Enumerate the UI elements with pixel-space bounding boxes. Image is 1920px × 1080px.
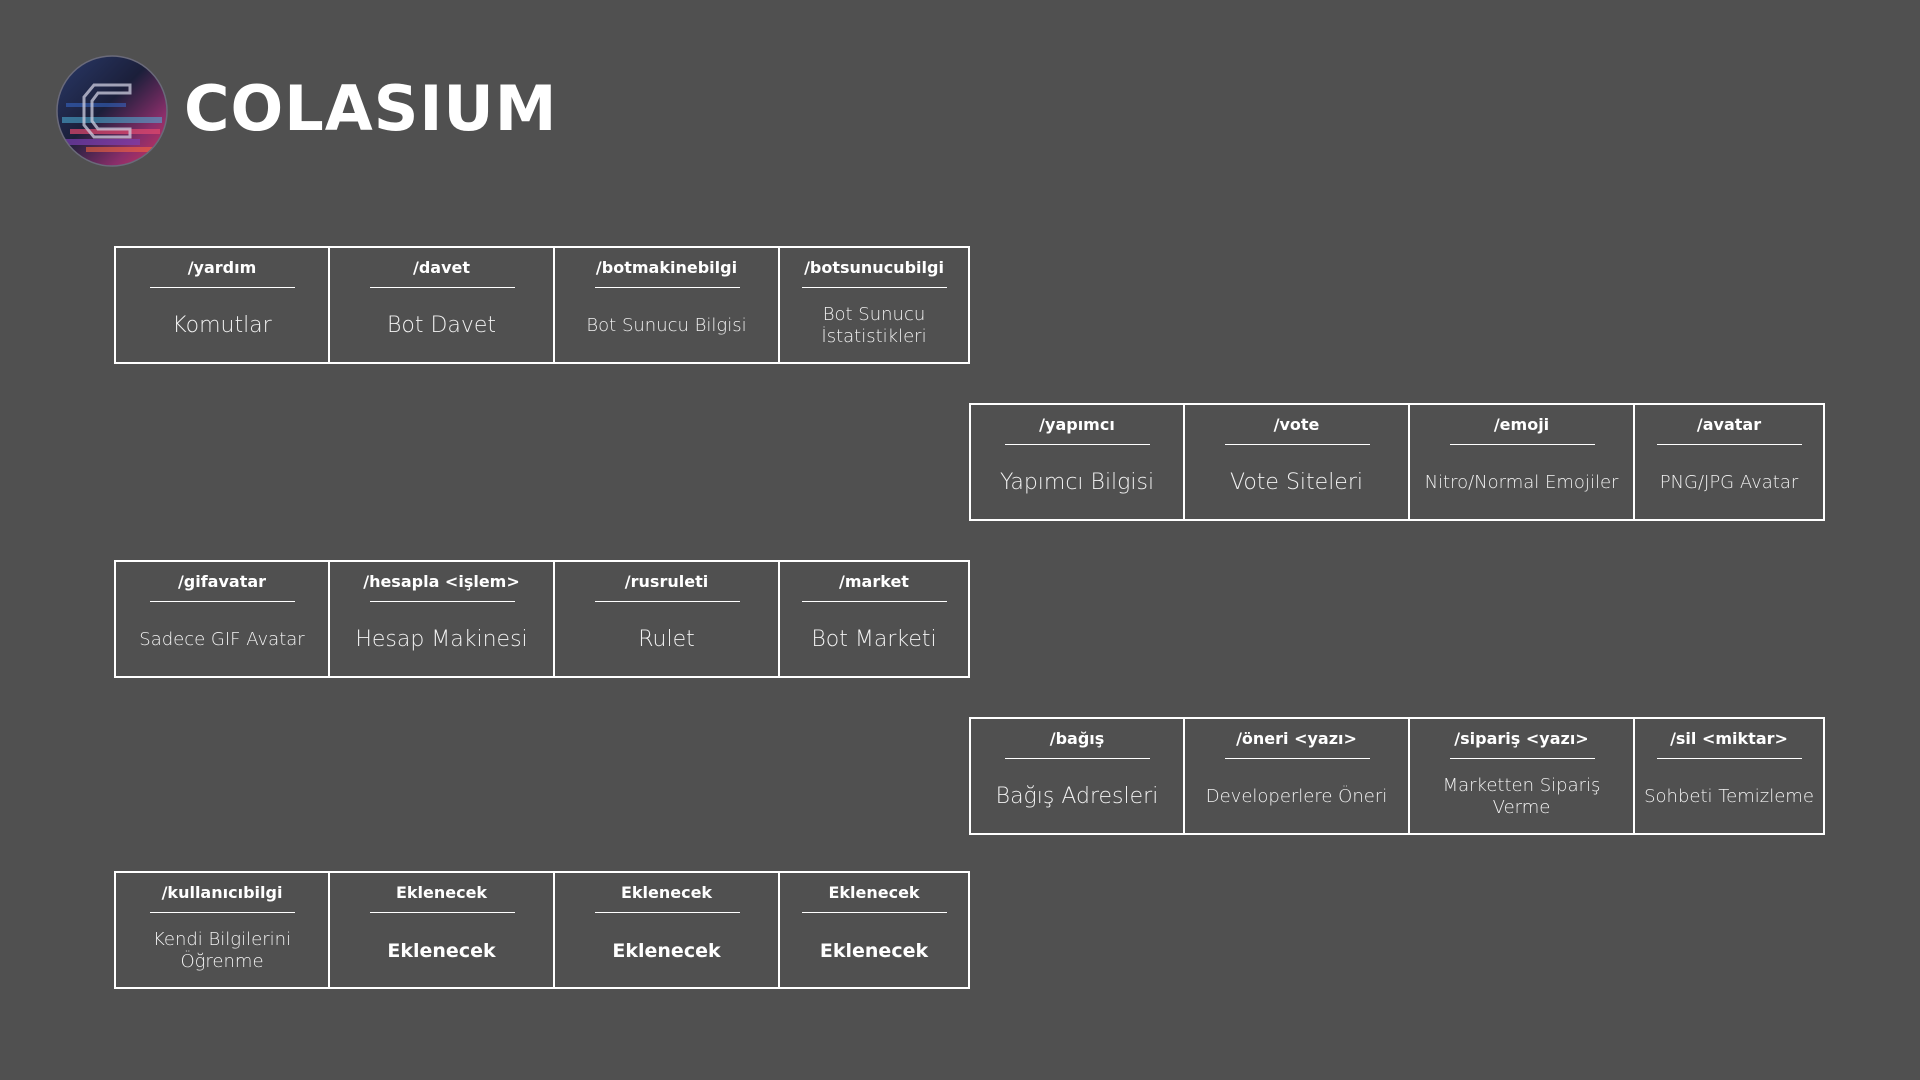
command-name: /hesapla <işlem>: [363, 572, 520, 591]
command-cell: /öneri <yazı> Developerlere Öneri: [1183, 719, 1408, 833]
command-cell: /davet Bot Davet: [328, 248, 553, 362]
command-cell: Eklenecek Eklenecek: [553, 873, 778, 987]
command-description: Vote Siteleri: [1230, 469, 1363, 495]
command-description: Sohbeti Temizleme: [1644, 786, 1814, 808]
command-name: /sipariş <yazı>: [1454, 729, 1589, 748]
command-name: /gifavatar: [177, 572, 267, 591]
divider: [1449, 444, 1595, 445]
divider: [802, 287, 947, 288]
divider: [802, 601, 947, 602]
command-name: Eklenecek: [828, 883, 920, 902]
command-cell: /emoji Nitro/Normal Emojiler: [1408, 405, 1633, 519]
command-name: /yapımcı: [1039, 415, 1115, 434]
command-cell: /bağış Bağış Adresleri: [971, 719, 1183, 833]
command-name: /botsunucubilgi: [804, 258, 944, 277]
command-cell: /market Bot Marketi: [778, 562, 968, 676]
command-name: /emoji: [1493, 415, 1550, 434]
command-cell: /yapımcı Yapımcı Bilgisi: [971, 405, 1183, 519]
command-name: Eklenecek: [395, 883, 488, 902]
command-description: Bot Sunucu Bilgisi: [586, 315, 747, 337]
divider: [150, 601, 295, 602]
command-name: /kullanıcıbilgi: [161, 883, 283, 902]
divider: [594, 287, 740, 288]
command-name: /yardım: [187, 258, 257, 277]
command-name: /öneri <yazı>: [1236, 729, 1357, 748]
divider: [1005, 444, 1150, 445]
command-cell: Eklenecek Eklenecek: [328, 873, 553, 987]
command-name: /market: [839, 572, 909, 591]
command-name: /bağış: [1049, 729, 1105, 748]
command-cell: /yardım Komutlar: [116, 248, 328, 362]
divider: [1224, 444, 1370, 445]
command-description: PNG/JPG Avatar: [1659, 472, 1799, 494]
command-description: Eklenecek: [819, 939, 929, 962]
command-cell: /rusruleti Rulet: [553, 562, 778, 676]
command-cell: /gifavatar Sadece GIF Avatar: [116, 562, 328, 676]
divider: [1005, 758, 1150, 759]
command-name: /avatar: [1696, 415, 1762, 434]
command-table-row-2: /yapımcı Yapımcı Bilgisi /vote Vote Site…: [969, 403, 1825, 521]
command-cell: /sipariş <yazı> Marketten Sipariş Verme: [1408, 719, 1633, 833]
divider: [369, 912, 515, 913]
divider: [369, 601, 515, 602]
command-description: Bağış Adresleri: [995, 783, 1159, 809]
command-name: /rusruleti: [624, 572, 709, 591]
command-table-row-3: /gifavatar Sadece GIF Avatar /hesapla <i…: [114, 560, 970, 678]
command-description: Nitro/Normal Emojiler: [1424, 472, 1619, 494]
divider: [1449, 758, 1595, 759]
divider: [1657, 444, 1802, 445]
command-name: /davet: [412, 258, 471, 277]
command-cell: /kullanıcıbilgi Kendi Bilgilerini Öğrenm…: [116, 873, 328, 987]
command-description: Rulet: [638, 626, 695, 652]
command-description: Kendi Bilgilerini Öğrenme: [152, 929, 291, 972]
command-name: /vote: [1273, 415, 1320, 434]
divider: [594, 912, 740, 913]
command-cell: /hesapla <işlem> Hesap Makinesi: [328, 562, 553, 676]
divider: [802, 912, 947, 913]
command-description: Bot Davet: [386, 312, 497, 338]
divider: [369, 287, 515, 288]
command-name: Eklenecek: [620, 883, 713, 902]
command-cell: /botsunucubilgi Bot Sunucu İstatistikler…: [778, 248, 968, 362]
command-table-row-1: /yardım Komutlar /davet Bot Davet /botma…: [114, 246, 970, 364]
divider: [1224, 758, 1370, 759]
command-cell: /sil <miktar> Sohbeti Temizleme: [1633, 719, 1823, 833]
command-cell: /avatar PNG/JPG Avatar: [1633, 405, 1823, 519]
brand-title: COLASIUM: [184, 72, 558, 145]
command-description: Yapımcı Bilgisi: [999, 469, 1155, 495]
command-description: Komutlar: [172, 312, 272, 338]
divider: [150, 287, 295, 288]
command-description: Eklenecek: [387, 939, 496, 962]
command-table-row-5: /kullanıcıbilgi Kendi Bilgilerini Öğrenm…: [114, 871, 970, 989]
command-cell: /vote Vote Siteleri: [1183, 405, 1408, 519]
colasium-logo: [56, 55, 168, 167]
command-name: /sil <miktar>: [1670, 729, 1788, 748]
command-table-row-4: /bağış Bağış Adresleri /öneri <yazı> Dev…: [969, 717, 1825, 835]
command-description: Bot Marketi: [811, 626, 937, 652]
command-cell: Eklenecek Eklenecek: [778, 873, 968, 987]
divider: [150, 912, 295, 913]
command-description: Bot Sunucu İstatistikleri: [821, 304, 927, 347]
command-description: Marketten Sipariş Verme: [1442, 775, 1601, 818]
command-cell: /botmakinebilgi Bot Sunucu Bilgisi: [553, 248, 778, 362]
divider: [594, 601, 740, 602]
command-name: /botmakinebilgi: [595, 258, 738, 277]
command-description: Sadece GIF Avatar: [139, 629, 305, 651]
divider: [1657, 758, 1802, 759]
command-description: Hesap Makinesi: [355, 626, 528, 652]
command-description: Eklenecek: [612, 939, 721, 962]
command-description: Developerlere Öneri: [1205, 786, 1388, 808]
